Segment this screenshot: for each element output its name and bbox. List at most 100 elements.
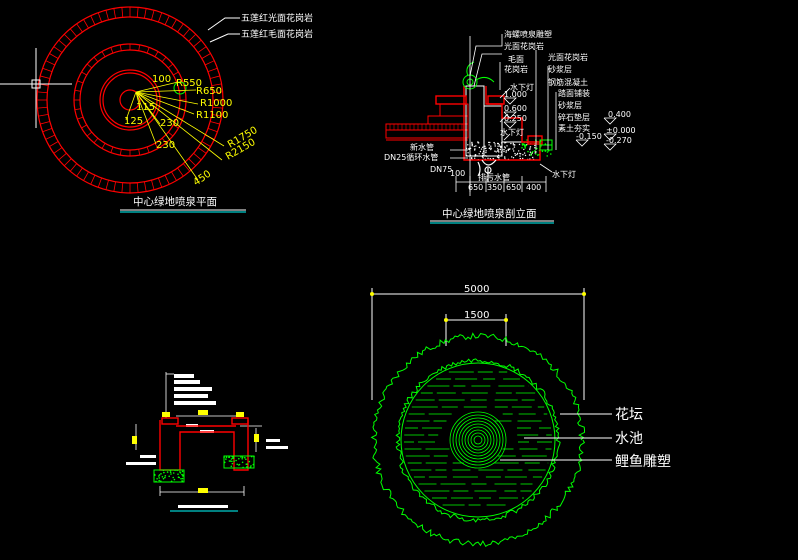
plan-joint <box>177 23 184 33</box>
edge-gravel-dot <box>232 457 234 460</box>
sculpture-ring <box>467 429 489 451</box>
concrete-dot <box>512 142 514 145</box>
concrete-dot <box>505 151 507 153</box>
plan-dim-450: 450 <box>191 168 213 188</box>
plan-dim-ray <box>135 89 197 93</box>
edge-gravel-dot <box>174 469 176 472</box>
elev-dim-650b: 650 <box>506 183 521 192</box>
plan-ring <box>46 16 214 184</box>
plan-joint <box>74 108 81 111</box>
plan-dim-ray <box>135 91 157 145</box>
edge-gravel-dot <box>228 460 231 462</box>
sculpture-ring <box>470 432 486 448</box>
plan-joint <box>69 28 77 37</box>
concrete-dot <box>474 155 476 157</box>
concrete-dot <box>504 157 506 159</box>
concrete-dot <box>470 157 473 159</box>
plan-joint <box>183 163 191 172</box>
plan-joint <box>154 143 159 149</box>
concrete-dot <box>485 147 487 149</box>
edge-gravel-dot <box>244 456 246 459</box>
concrete-dot <box>479 150 482 153</box>
plan-joint <box>161 138 167 144</box>
label-flower-bed: 花坛 <box>615 407 643 423</box>
concrete-dot <box>498 151 500 153</box>
elev-label-lamp-2: 水下灯 <box>500 127 524 137</box>
sculpture-ring <box>452 414 504 466</box>
edge-gravel-dot <box>253 455 255 458</box>
edge-gravel-dot <box>233 460 235 463</box>
gravel-dot <box>527 150 529 153</box>
concrete-dot <box>529 151 532 153</box>
plan-joint <box>105 180 109 190</box>
plan-dim-125: 125 <box>124 116 143 127</box>
sculpture-ring <box>464 426 492 454</box>
edge-gravel-dot <box>250 465 252 467</box>
concrete-dot <box>490 145 492 147</box>
concrete-dot <box>510 142 512 145</box>
concrete-dot <box>496 150 499 152</box>
pool-edge-section <box>126 372 288 512</box>
plan-joint <box>63 158 72 167</box>
concrete-dot <box>484 155 487 157</box>
gravel-dot <box>521 147 523 149</box>
plan-joint <box>138 149 141 156</box>
concrete-dot <box>511 156 513 158</box>
concrete-dot <box>500 146 502 149</box>
plan-joint <box>188 158 197 167</box>
gravel-dot <box>546 151 549 153</box>
elev-label-mortar-2: 砂浆层 <box>558 100 582 110</box>
edge-gravel-dot <box>160 473 162 475</box>
plan-joint <box>40 75 50 79</box>
concrete-dot <box>497 149 500 151</box>
plan-joint <box>211 114 222 117</box>
concrete-dot <box>475 145 477 147</box>
plan-sculpture-mark <box>173 81 187 95</box>
concrete-dot <box>494 150 496 152</box>
plan-joint <box>90 175 96 185</box>
edge-gravel-dot <box>168 475 170 478</box>
plan-joint <box>177 167 184 177</box>
concrete-dot <box>509 148 511 150</box>
sculpture-ring <box>455 417 501 463</box>
plan-joint <box>188 33 197 42</box>
gravel-dot <box>524 144 527 147</box>
plan-dim-ray <box>135 91 225 147</box>
plan-dim-ray <box>135 91 223 161</box>
pool-rings <box>370 332 586 547</box>
plan-dim-r1000: R1000 <box>200 98 232 109</box>
plan-joint <box>212 106 223 109</box>
elev-label-sculpture: 海螺喷泉雕塑 <box>504 29 552 39</box>
callout-rough-granite: 五莲红毛面花岗岩 <box>241 28 313 40</box>
plan-joint <box>37 106 48 109</box>
gravel-dot <box>546 155 548 157</box>
plan-joint <box>101 51 106 57</box>
plan-joint <box>101 143 106 149</box>
concrete-dot <box>498 144 500 146</box>
plan-joint <box>164 15 170 25</box>
concrete-dot <box>497 142 499 145</box>
concrete-dot <box>481 152 484 154</box>
plan-joint <box>97 12 102 23</box>
concrete-dot <box>514 144 516 146</box>
concrete-dot <box>516 153 518 156</box>
edge-gravel-dot <box>163 471 165 474</box>
concrete-dot <box>522 157 524 160</box>
elev-label-dn75: DN75 <box>430 165 452 174</box>
elev-label-paving: 踏面铺装 <box>558 88 590 98</box>
edge-gravel-dot <box>230 458 233 460</box>
concrete-dot <box>478 153 480 155</box>
concrete-dot <box>523 148 525 151</box>
edge-gravel-dot <box>245 458 247 461</box>
edge-gravel-dot <box>166 471 169 473</box>
plan-joint <box>197 46 207 53</box>
edge-gravel-dot <box>155 480 157 483</box>
plan-joint <box>74 89 81 92</box>
concrete-dot <box>504 142 506 144</box>
sculpture-ring <box>449 411 507 469</box>
edge-gravel-dot <box>181 480 184 483</box>
concrete-dot <box>471 142 473 144</box>
pool-dim-1500: 1500 <box>464 310 489 321</box>
elev-dim-350: 350 <box>487 183 502 192</box>
plan-joint <box>136 182 139 193</box>
